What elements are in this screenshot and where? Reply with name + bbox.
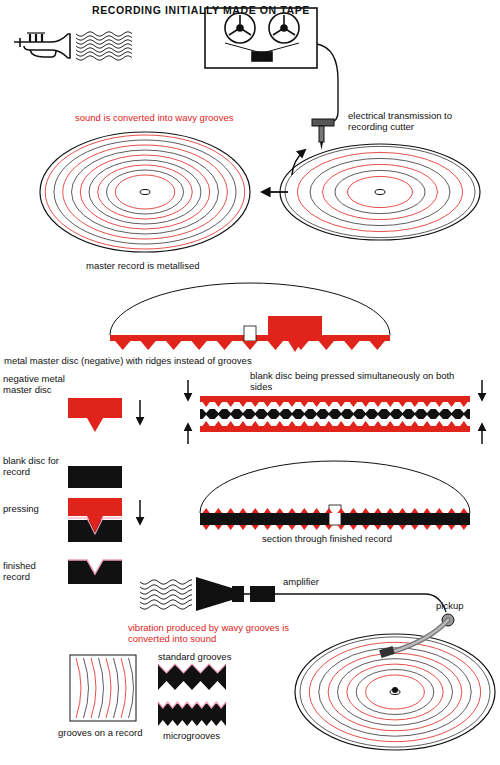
arrows <box>140 380 482 524</box>
arrow <box>262 191 288 193</box>
label: section through finished record <box>262 533 452 544</box>
label: negative metal master disc <box>3 373 67 395</box>
label: blank disc for record <box>3 455 65 477</box>
trumpet <box>14 33 70 58</box>
sound-waves <box>76 32 132 60</box>
recording-disc <box>280 144 480 240</box>
metal-master-section <box>110 283 390 350</box>
label: amplifier <box>283 576 353 587</box>
recording-cutter <box>312 119 334 150</box>
cable <box>317 44 338 122</box>
label: microgrooves <box>163 730 243 741</box>
wire <box>244 594 446 612</box>
ridge-detail <box>268 316 322 352</box>
master-record <box>40 132 250 252</box>
blank-disc <box>68 466 122 488</box>
label: sound is converted into wavy grooves <box>75 112 275 123</box>
press-stack <box>200 396 470 432</box>
label: blank disc being pressed simultaneously … <box>250 370 455 392</box>
grooves-closeup <box>70 655 136 721</box>
pressing-figure <box>68 498 122 542</box>
rotation-arrow <box>292 150 305 175</box>
label: pressing <box>3 503 65 514</box>
label: grooves on a record <box>58 727 158 738</box>
label: vibration produced by wavy grooves is co… <box>128 622 318 644</box>
label: master record is metallised <box>86 260 266 271</box>
finished-record-figure <box>68 560 122 584</box>
loudspeaker <box>196 577 244 611</box>
tape-recorder <box>205 8 317 68</box>
finished-record-section <box>200 461 470 530</box>
label: metal master disc (negative) with ridges… <box>4 355 304 366</box>
pickup-arm <box>379 614 454 658</box>
label: pickup <box>436 600 486 611</box>
amplifier-box <box>250 586 275 602</box>
sound-waves <box>140 580 192 609</box>
label: standard grooves <box>158 651 248 662</box>
title: RECORDING INITIALLY MADE ON TAPE <box>92 4 310 16</box>
label: electrical transmission to recording cut… <box>348 110 463 132</box>
negative-master <box>68 398 122 432</box>
label: finished record <box>3 560 65 582</box>
groove-profiles <box>158 664 226 726</box>
